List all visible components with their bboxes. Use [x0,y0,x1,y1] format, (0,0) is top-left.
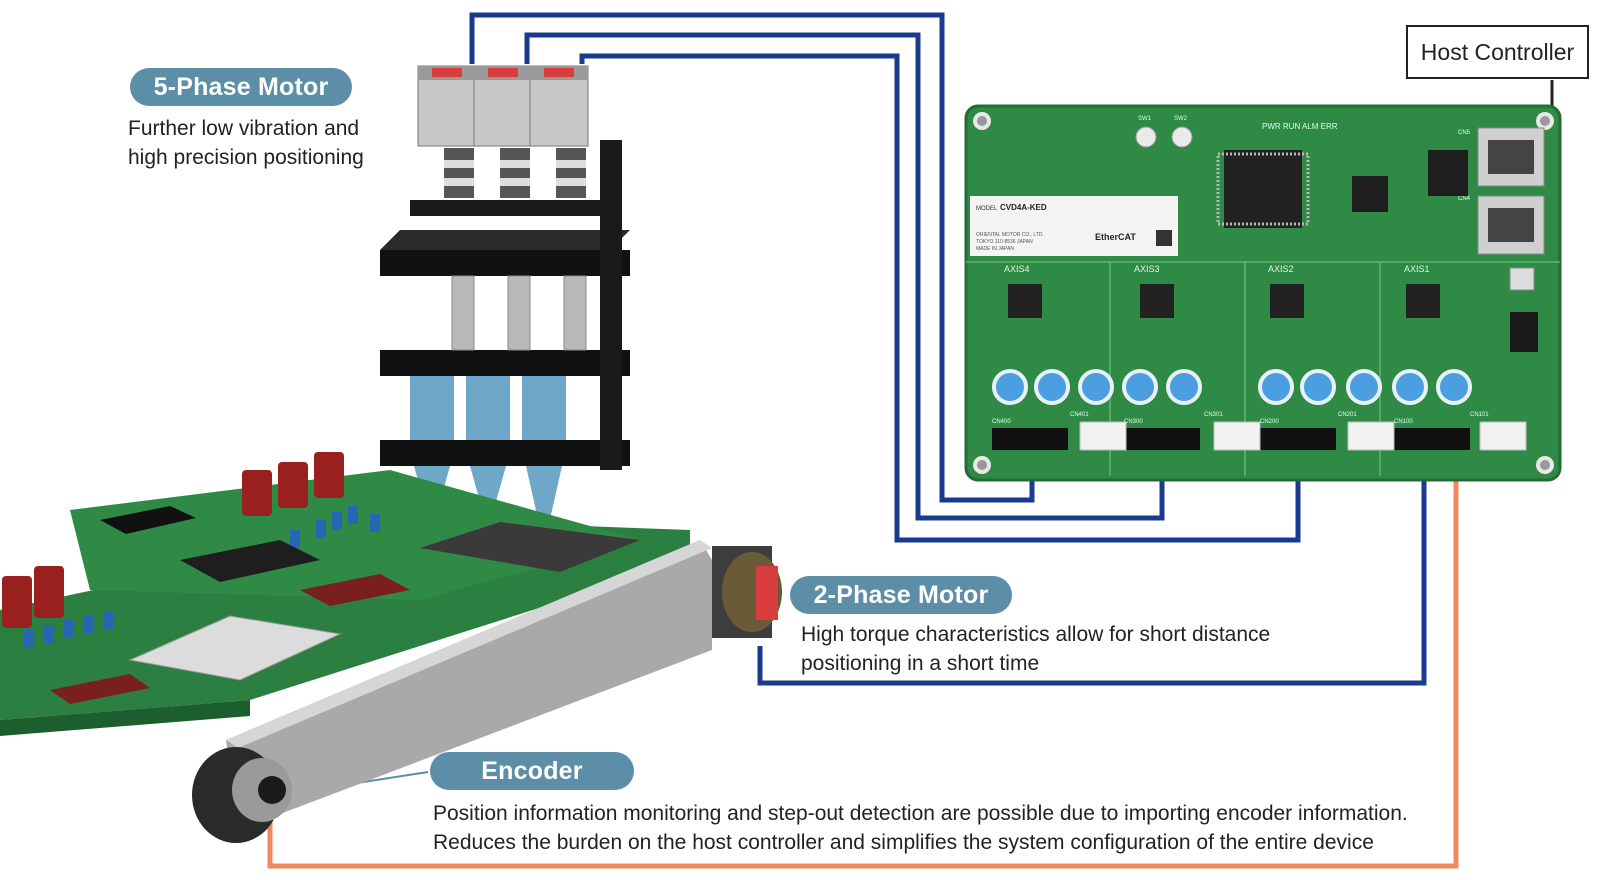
rotary-switch-1 [1135,126,1157,148]
cn400-label: CN400 [992,419,1011,425]
five-phase-motor-stage [380,65,630,546]
host-controller-box: Host Controller [1406,25,1589,79]
cable-axis2 [579,53,1301,543]
axis1-label: AXIS1 [1404,264,1430,274]
two-phase-desc-line1: High torque characteristics allow for sh… [801,623,1271,646]
port-out-label: CN4 [1458,196,1471,202]
encoder-pill: Encoder [430,752,634,790]
axis4-label: AXIS4 [1004,264,1030,274]
cpu-chip [128,615,342,681]
two-phase-motor-pill: 2-Phase Motor [790,576,1012,614]
five-phase-desc-line2: high precision positioning [128,146,364,169]
switch-1-label: SW1 [1138,116,1152,122]
driver-board: MODEL CVD4A-KED ORIENTAL MOTOR CO., LTD.… [964,104,1562,482]
two-phase-desc-line2: positioning in a short time [801,652,1040,675]
cn300-label: CN300 [1124,419,1143,425]
encoder-cap [258,776,286,804]
five-phase-desc-line1: Further low vibration and [128,117,360,140]
cn301-label: CN301 [1204,412,1223,418]
cn100-label: CN100 [1394,419,1413,425]
model-prefix: MODEL [976,206,998,212]
maker-line1: ORIENTAL MOTOR CO., LTD. [976,232,1044,238]
five-phase-motors [417,65,589,147]
cn200-label: CN200 [1260,419,1279,425]
main-mcu [1224,150,1302,228]
encoder-desc-line1: Position information monitoring and step… [433,802,1408,825]
model-label [970,196,1178,256]
pcb-conveyor [0,452,782,843]
rotary-switch-2 [1171,126,1193,148]
maker-line2: TOKYO 110-8536 JAPAN [976,239,1033,245]
encoder-desc-line2: Reduces the burden on the host controlle… [433,831,1374,854]
maker-line3: MADE IN JAPAN [976,246,1014,252]
switch-2-label: SW2 [1174,116,1188,122]
motor-connectors [992,428,1470,450]
ethercat-logo: EtherCAT [1095,232,1136,242]
cn201-label: CN201 [1338,412,1357,418]
axis3-label: AXIS3 [1134,264,1160,274]
model-number: CVD4A-KED [1000,203,1047,212]
capacitors [992,369,1472,405]
five-phase-motor-pill: 5-Phase Motor [130,68,352,106]
cn101-label: CN101 [1470,412,1489,418]
cable-axis3 [524,32,1165,521]
axis2-label: AXIS2 [1268,264,1294,274]
port-in-label: CN5 [1458,130,1471,136]
motor-cables [469,12,1427,686]
cn401-label: CN401 [1070,412,1089,418]
led-labels: PWR RUN ALM ERR [1262,122,1338,131]
cable-axis1 [757,448,1427,686]
encoder-connectors [1079,421,1527,451]
qr-code [1156,230,1172,246]
encoder-cable [267,448,1459,869]
cable-axis4 [469,12,1035,503]
